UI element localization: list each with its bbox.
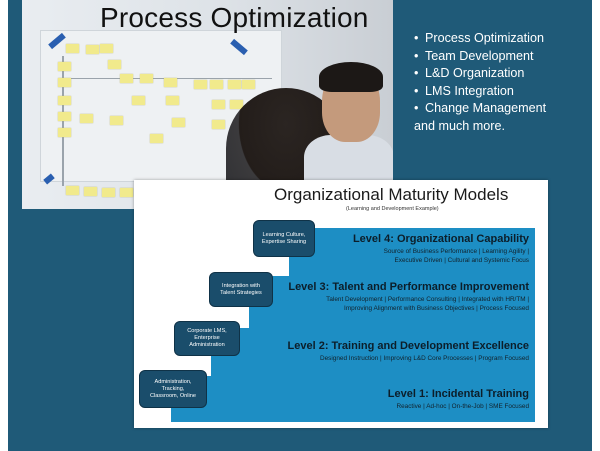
sticky-note <box>132 96 145 105</box>
sticky-note <box>58 96 71 105</box>
sticky-note <box>58 128 71 137</box>
level-1-tag: Administration, Tracking, Classroom, Onl… <box>139 370 207 408</box>
sticky-note <box>212 100 225 109</box>
level-1-tag-line: Administration, <box>154 378 192 385</box>
sticky-note <box>58 112 71 121</box>
sticky-note <box>230 100 243 109</box>
level-2-step: Level 2: Training and Development Excell… <box>211 328 535 376</box>
sticky-note <box>58 78 71 87</box>
service-list-item: LMS Integration <box>414 83 546 101</box>
level-1-step: Level 1: Incidental Training Reactive | … <box>171 376 535 422</box>
level-1-tag-line: Classroom, Online <box>149 392 196 399</box>
level-1-description: Reactive | Ad-hoc | On-the-Job | SME Foc… <box>397 403 530 412</box>
level-3-title: Level 3: Talent and Performance Improvem… <box>288 281 529 293</box>
service-list-item: Team Development <box>414 48 546 66</box>
level-3-description: Talent Development | Performance Consult… <box>326 296 529 313</box>
service-list-item: Change Management <box>414 100 546 118</box>
service-list-footer: and much more. <box>414 118 505 133</box>
sticky-note <box>120 74 133 83</box>
person-front-hair <box>319 62 383 92</box>
sticky-note <box>58 62 71 71</box>
sticky-note <box>164 78 177 87</box>
whiteboard-photo: Process Optimization <box>22 0 393 209</box>
level-2-tag-line: Administration <box>189 342 225 348</box>
level-3-tag-line: Integration with <box>222 282 260 289</box>
level-2-tag: Corporate LMS, Enterprise Administration <box>174 321 240 356</box>
level-4-description: Source of Business Performance | Learnin… <box>384 248 529 265</box>
sticky-note <box>120 188 133 197</box>
photo-title: Process Optimization <box>100 2 369 33</box>
maturity-model-slide: Organizational Maturity Models (Learning… <box>134 180 548 428</box>
level-1-title: Level 1: Incidental Training <box>387 388 529 400</box>
sticky-note <box>110 116 123 125</box>
slide-title: Organizational Maturity Models <box>274 185 509 204</box>
sticky-note <box>108 60 121 69</box>
level-2-tag-line: Enterprise <box>194 335 220 341</box>
level-3-tag: Integration with Talent Strategies <box>209 272 273 307</box>
service-list: Process Optimization Team Development L&… <box>414 30 546 136</box>
level-2-description-line: Designed Instruction | Improving L&D Cor… <box>320 355 529 362</box>
service-list-item: L&D Organization <box>414 65 546 83</box>
sticky-note <box>150 134 163 143</box>
level-4-description-line: Executive Driven | Cultural and Systemic… <box>394 256 530 264</box>
level-4-title: Level 4: Organizational Capability <box>352 233 529 245</box>
level-3-description-line: Improving Alignment with Business Object… <box>344 304 529 312</box>
service-list-item: Process Optimization <box>414 30 546 48</box>
level-4-tag-line: Expertise Sharing <box>261 238 307 245</box>
sticky-note <box>228 80 241 89</box>
sticky-note <box>66 186 79 195</box>
slide-subtitle: (Learning and Development Example) <box>346 206 439 212</box>
sticky-note <box>84 187 97 196</box>
level-2-description: Designed Instruction | Improving L&D Cor… <box>320 355 529 364</box>
level-1-description-line: Reactive | Ad-hoc | On-the-Job | SME Foc… <box>396 403 530 410</box>
sticky-note <box>140 74 153 83</box>
board-line <box>62 56 64 186</box>
level-4-step: Level 4: Organizational Capability Sourc… <box>289 228 535 276</box>
sticky-note <box>212 120 225 129</box>
sticky-note <box>194 80 207 89</box>
level-4-description-line: Source of Business Performance | Learnin… <box>383 248 529 255</box>
level-2-tag-line: Corporate LMS, <box>187 328 227 334</box>
level-2-title: Level 2: Training and Development Excell… <box>287 340 529 352</box>
level-4-tag-line: Learning Culture, <box>262 231 306 238</box>
sticky-note <box>242 80 255 89</box>
sticky-note <box>86 45 99 54</box>
level-3-step: Level 3: Talent and Performance Improvem… <box>249 276 535 328</box>
sticky-note <box>210 80 223 89</box>
level-4-tag: Learning Culture, Expertise Sharing <box>253 220 315 257</box>
level-3-description-line: Talent Development | Performance Consult… <box>326 296 529 303</box>
sticky-note <box>80 114 93 123</box>
sticky-note <box>100 44 113 53</box>
sticky-note <box>172 118 185 127</box>
sticky-note <box>102 188 115 197</box>
sticky-note <box>166 96 179 105</box>
level-1-tag-line: Tracking, <box>161 385 185 392</box>
level-3-tag-line: Talent Strategies <box>220 289 262 296</box>
sticky-note <box>66 44 79 53</box>
